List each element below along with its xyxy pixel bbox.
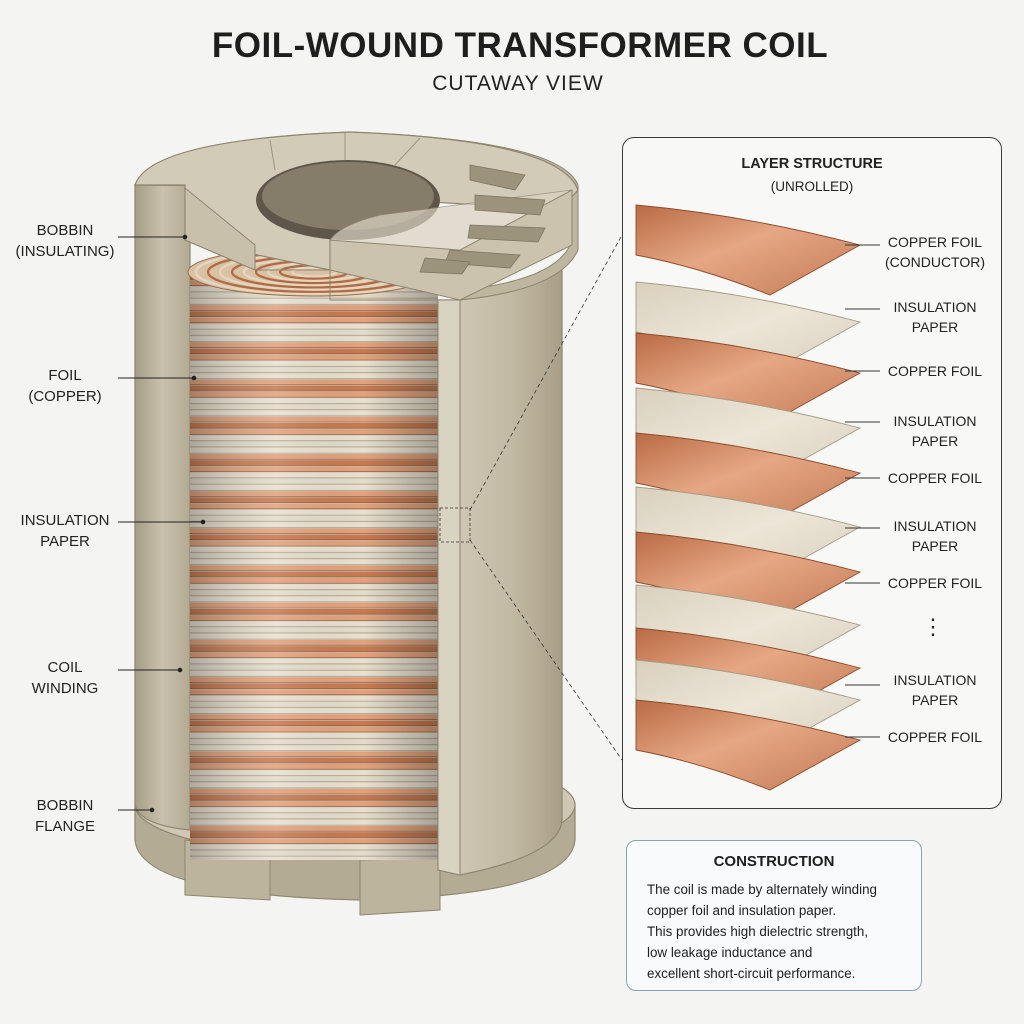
diagram-subtitle: CUTAWAY VIEW [432,72,604,95]
coil-winding [187,247,438,860]
layer-label-7: COPPER FOIL [887,575,983,591]
layer-label-3: COPPER FOIL [887,363,983,379]
bobbin-top [134,131,579,301]
label-bobbin: BOBBIN(INSULATING) [15,222,115,260]
winding-ring [290,266,338,278]
label-foil: FOIL(COPPER) [28,367,102,405]
layer-panel-subtitle: (UNROLLED) [770,179,854,194]
construction-text: The coil is made by alternately winding … [647,882,877,981]
layer-panel-title: LAYER STRUCTURE [741,156,883,172]
construction-box: CONSTRUCTION The coil is made by alterna… [626,840,922,991]
construction-title: CONSTRUCTION [713,853,835,870]
layer-ellipsis: ⋮ [922,614,944,639]
copper-foil-sheet [635,204,862,296]
left-leader-lines [118,234,206,813]
copper-foil-sheet [635,699,862,791]
layer-label-5: COPPER FOIL [887,470,983,486]
zoom-callout [439,234,623,761]
layer-label-9: COPPER FOIL [887,729,983,745]
diagram-title: FOIL-WOUND TRANSFORMER COIL [211,26,829,65]
layer-label-1: COPPER FOIL(CONDUCTOR) [884,234,986,270]
